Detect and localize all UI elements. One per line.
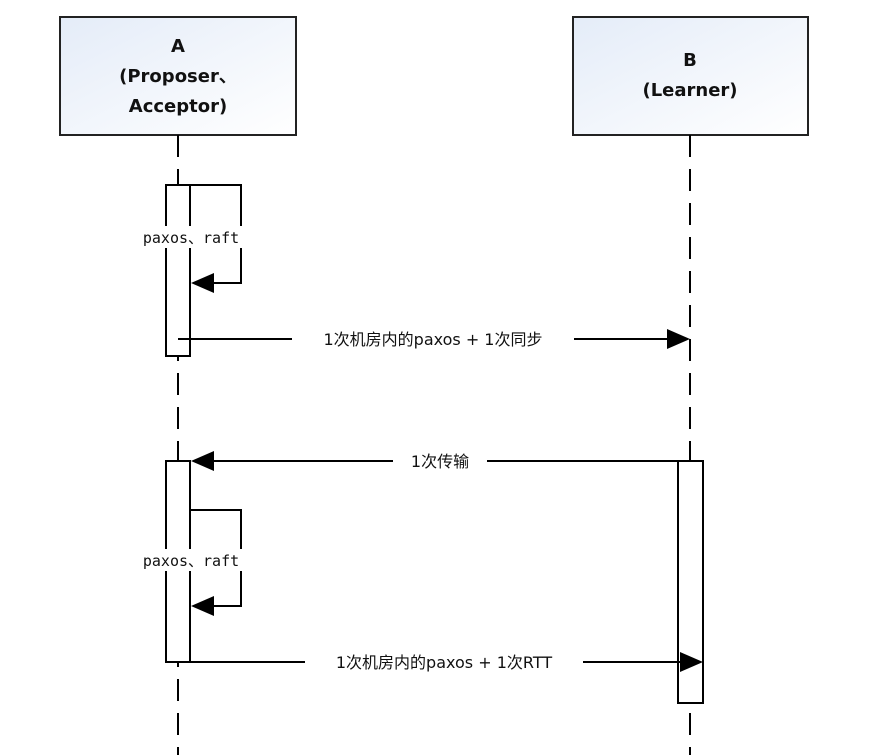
participant-a-role-line1: (Proposer、: [119, 66, 237, 87]
arrowhead-icon: [667, 329, 690, 349]
participant-a[interactable]: A (Proposer、 Acceptor): [59, 16, 297, 136]
message-1-label: 1次机房内的paxos + 1次同步: [323, 330, 542, 349]
participant-a-box: [59, 16, 297, 136]
message-2-label: 1次传输: [411, 452, 469, 471]
participant-a-role-line2: Acceptor): [129, 96, 227, 117]
self-message-1-label: paxos、raft: [143, 229, 239, 247]
participant-b-box: [572, 16, 809, 136]
self-message-1: paxos、raft: [132, 184, 250, 293]
message-3-label: 1次机房内的paxos + 1次RTT: [336, 653, 552, 672]
arrowhead-icon: [191, 451, 214, 471]
arrowhead-icon: [191, 596, 214, 616]
participant-b-name: B: [683, 50, 697, 71]
participant-b-role-line1: (Learner): [642, 80, 737, 101]
participant-b[interactable]: B (Learner): [572, 16, 809, 136]
arrowhead-icon: [191, 273, 214, 293]
message-1: 1次机房内的paxos + 1次同步: [178, 328, 690, 350]
arrowhead-icon: [680, 652, 703, 672]
message-3: 1次机房内的paxos + 1次RTT: [190, 651, 703, 673]
participant-a-name: A: [171, 36, 185, 57]
message-2: 1次传输: [191, 450, 690, 472]
activation-a-1: [165, 184, 191, 357]
self-message-2-label: paxos、raft: [143, 552, 239, 570]
self-message-2: paxos、raft: [132, 509, 250, 616]
